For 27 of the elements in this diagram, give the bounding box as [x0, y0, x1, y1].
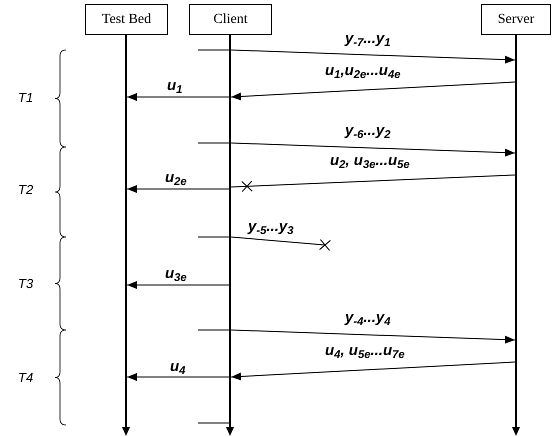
edge-label: u$_{4}$ — [170, 358, 186, 376]
message-arrow — [230, 50, 516, 64]
edge-label: u$_{2}$, u$_{3e}$...u$_{5e}$ — [330, 152, 410, 170]
edge-label: y$_{-7}$...y$_{1}$ — [345, 30, 390, 48]
message-arrow — [126, 185, 230, 193]
edge-label: y$_{-5}$...y$_{3}$ — [248, 218, 294, 236]
message-arrow — [230, 330, 516, 344]
period-label: T3 — [18, 275, 34, 293]
edge-label: u$_{2e}$ — [165, 169, 187, 187]
period-label: T4 — [18, 369, 34, 387]
message-arrow — [126, 93, 230, 101]
message-arrow — [230, 362, 516, 380]
message-arrow — [126, 373, 230, 381]
period-label: T1 — [18, 89, 34, 107]
message-arrow — [230, 142, 516, 157]
participant-box: Test Bed — [85, 4, 168, 35]
edge-label: y$_{-4}$...y$_{4}$ — [345, 309, 390, 327]
edge-label: u$_{3e}$ — [165, 265, 187, 283]
message-arrow — [126, 281, 230, 289]
period-label: T2 — [18, 181, 34, 199]
participant-box: Client — [189, 4, 272, 35]
edge-label: u$_{4}$, u$_{5e}$...u$_{7e}$ — [325, 342, 405, 360]
participant-box: Server — [481, 4, 551, 35]
message-arrow — [230, 82, 516, 100]
edge-label: y$_{-6}$...y$_{2}$ — [345, 122, 390, 140]
edge-label: u$_{1}$,u$_{2e}$...u$_{4e}$ — [325, 62, 400, 80]
edge-label: u$_{1}$ — [167, 77, 182, 95]
